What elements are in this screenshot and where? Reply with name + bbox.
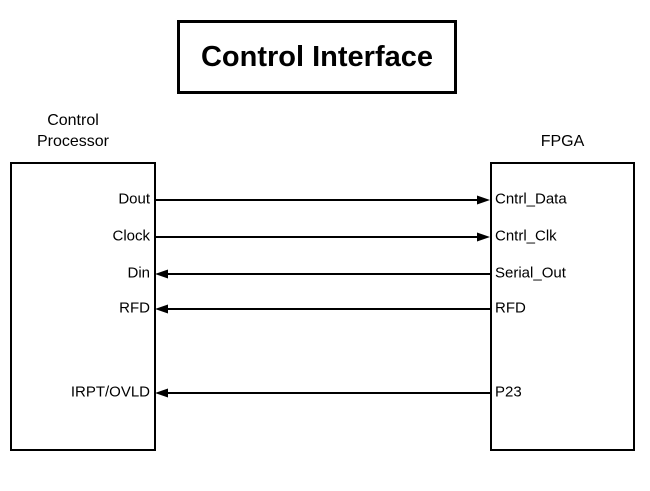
fpga-label: FPGA [540,133,585,150]
fpga-box [490,162,635,451]
arrowhead-left-icon [155,388,168,398]
diagram-title: Control Interface [200,40,434,73]
left-pin-label: RFD [119,299,150,317]
arrowhead-right-icon [477,195,490,205]
left-pin-label: Din [127,264,150,282]
right-pin-label: P23 [495,383,522,401]
left-pin-label: Clock [112,227,150,245]
left-pin-label: IRPT/OVLD [70,383,150,401]
arrowhead-left-icon [155,269,168,279]
arrowhead-right-icon [477,232,490,242]
right-pin-label: Cntrl_Data [495,190,567,208]
arrowhead-left-icon [155,304,168,314]
left-pin-label: Dout [118,190,150,208]
right-pin-label: Serial_Out [495,264,566,282]
right-pin-label: RFD [495,299,526,317]
right-pin-label: Cntrl_Clk [495,227,557,245]
title-box: Control Interface [177,20,457,94]
control-processor-box [10,162,156,451]
control-processor-label: Control Processor [36,112,110,150]
